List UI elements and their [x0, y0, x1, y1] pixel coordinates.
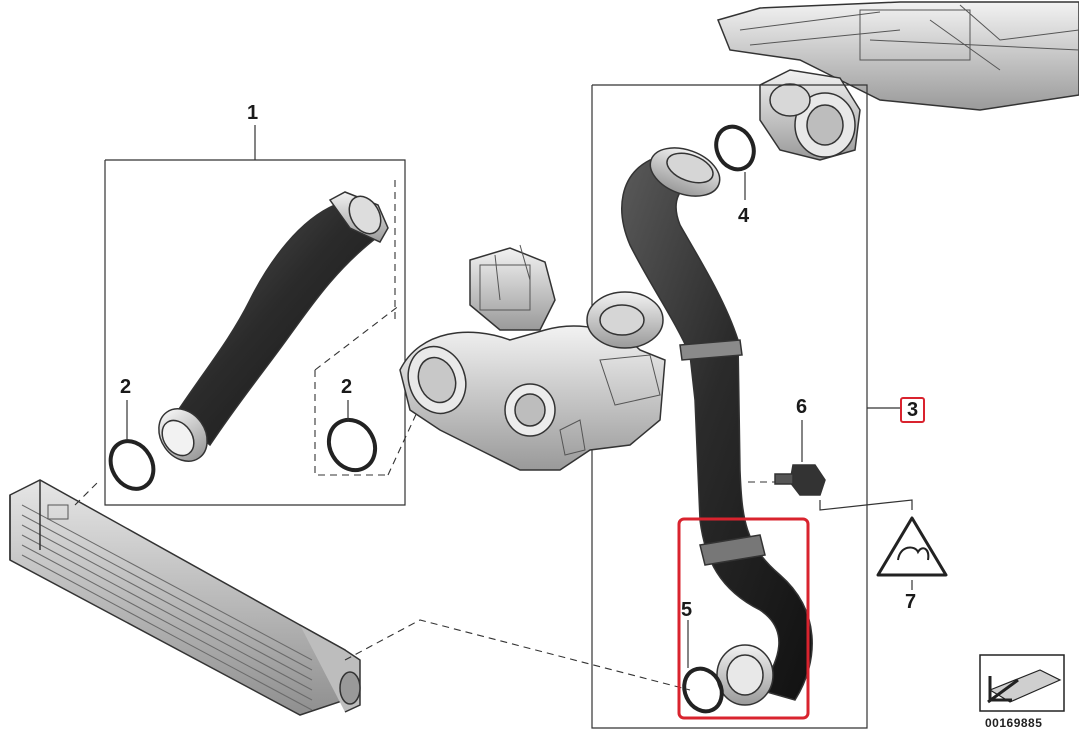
callout-2-left: 2 [120, 376, 132, 398]
intercooler [9, 479, 361, 716]
o-ring-5 [682, 620, 724, 714]
throttle-body [759, 69, 861, 161]
o-ring-2-left [108, 400, 156, 491]
callout-1: 1 [247, 102, 259, 124]
note-triangle-7 [876, 516, 948, 590]
o-ring-4 [714, 124, 756, 200]
callout-4: 4 [738, 205, 750, 227]
sensor-6 [748, 420, 913, 511]
direction-arrow-icon [979, 654, 1065, 712]
callout-3: 3 [900, 397, 926, 423]
callout-5: 5 [681, 599, 693, 621]
link-left [74, 479, 101, 506]
hose-3 [621, 147, 813, 706]
link-lower [344, 619, 691, 691]
callout-6: 6 [796, 396, 808, 418]
group-box-3 [591, 84, 868, 729]
turbocharger [399, 244, 666, 471]
group-box-1 [104, 159, 406, 506]
callout-7: 7 [905, 591, 917, 613]
intake-manifold [716, 1, 1079, 111]
highlight-box [677, 517, 810, 720]
document-number: 00169885 [985, 716, 1043, 730]
callout-2-right: 2 [341, 376, 353, 398]
hose-1 [158, 191, 389, 462]
